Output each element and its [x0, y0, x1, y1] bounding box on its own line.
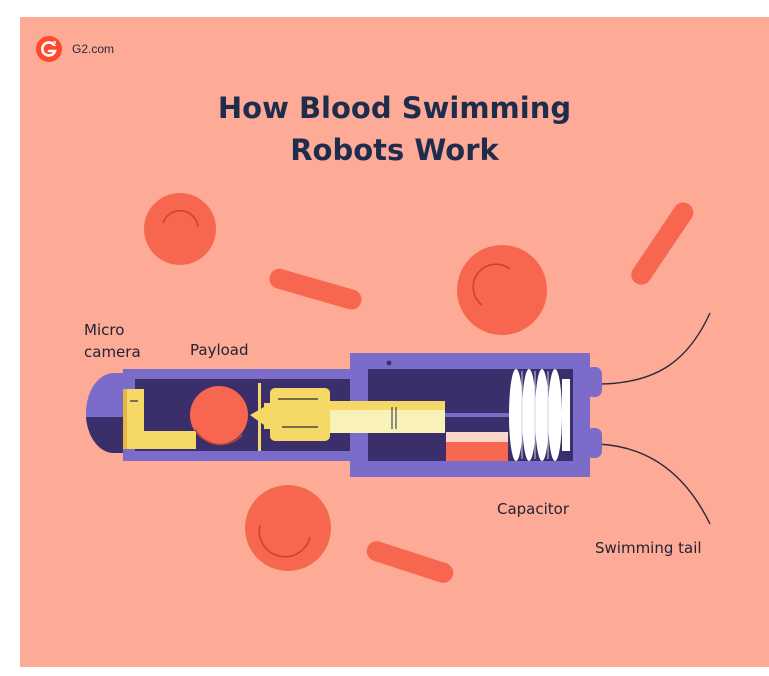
infographic-panel: 2 G2.com How Blood Swimming Robots Work — [20, 17, 769, 667]
payload-sphere — [190, 386, 248, 444]
injector-capsule — [270, 388, 330, 441]
red-blood-cell-2 — [457, 245, 547, 335]
platelet-2 — [366, 541, 454, 583]
title-line-1: How Blood Swimming — [217, 91, 572, 125]
page-title: How Blood Swimming Robots Work — [20, 87, 769, 171]
platelet-3 — [631, 202, 694, 285]
label-payload: Payload — [190, 341, 249, 359]
svg-text:2: 2 — [53, 41, 57, 48]
swimming-tail-upper — [597, 312, 711, 385]
capacitor-plates — [509, 369, 562, 461]
title-line-2: Robots Work — [290, 133, 499, 167]
piston-rod — [445, 413, 517, 417]
label-micro-camera-line1: Micro — [84, 321, 125, 339]
platelet-1 — [269, 268, 362, 310]
robot-diagram — [86, 193, 711, 583]
brand: 2 G2.com — [36, 36, 114, 62]
label-swimming-tail: Swimming tail — [595, 539, 702, 557]
g2-logo-icon: 2 — [36, 36, 62, 62]
red-blood-cell-1 — [144, 193, 216, 265]
injector-nozzle — [250, 407, 264, 425]
nose-cone-dark — [86, 417, 128, 454]
micro-camera-bracket — [123, 389, 196, 449]
swimming-tail-lower — [597, 443, 711, 525]
label-capacitor: Capacitor — [497, 500, 570, 518]
brand-name: G2.com — [72, 42, 115, 56]
label-micro-camera-line2: camera — [84, 343, 141, 361]
red-blood-cell-3 — [245, 485, 331, 571]
label-micro-camera: Micro camera — [84, 319, 141, 363]
